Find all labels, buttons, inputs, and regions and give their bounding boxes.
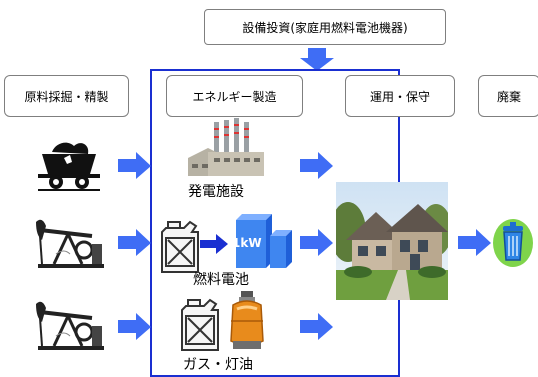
- right-arrow-icon: [300, 152, 333, 179]
- fuel-cell-icon: 1kW: [230, 214, 294, 270]
- fuel-cell-caption: 燃料電池: [193, 272, 249, 288]
- power-plant-caption: 発電施設: [188, 184, 244, 200]
- right-arrow-small-icon: [200, 234, 228, 254]
- stage-disposal-label: 廃棄: [496, 89, 521, 104]
- equipment-investment-box: 設備投資(家庭用燃料電池機器): [204, 9, 446, 45]
- gas-kerosene-caption: ガス・灯油: [183, 357, 253, 373]
- fuel-can-icon: [181, 298, 219, 351]
- stage-operation-maintenance: 運用・保守: [345, 75, 455, 117]
- right-arrow-icon: [458, 229, 491, 256]
- stage-raw-material-label: 原料採掘・精製: [24, 89, 109, 104]
- right-arrow-icon: [300, 313, 333, 340]
- right-arrow-icon: [118, 152, 151, 179]
- coal-cart-icon: [38, 142, 100, 191]
- right-arrow-icon: [118, 313, 151, 340]
- stage-disposal: 廃棄: [478, 75, 538, 117]
- fuel-cell-unit-label: 1kW: [232, 236, 262, 250]
- stage-operation-maintenance-label: 運用・保守: [369, 89, 430, 104]
- gas-cylinder-icon: [230, 291, 264, 349]
- power-plant-icon: [188, 118, 264, 176]
- down-arrow-icon: [300, 48, 334, 71]
- right-arrow-icon: [300, 229, 333, 256]
- oil-pump-icon: [36, 301, 104, 350]
- recycle-bin-icon: [493, 219, 533, 267]
- oil-pump-icon: [36, 219, 104, 268]
- equipment-investment-label: 設備投資(家庭用燃料電池機器): [242, 20, 408, 35]
- stage-energy-production: エネルギー製造: [166, 75, 303, 117]
- stage-energy-production-label: エネルギー製造: [192, 89, 277, 104]
- fuel-can-icon: [161, 220, 199, 273]
- house-photo: [336, 182, 448, 300]
- right-arrow-icon: [118, 229, 151, 256]
- stage-raw-material: 原料採掘・精製: [4, 75, 129, 117]
